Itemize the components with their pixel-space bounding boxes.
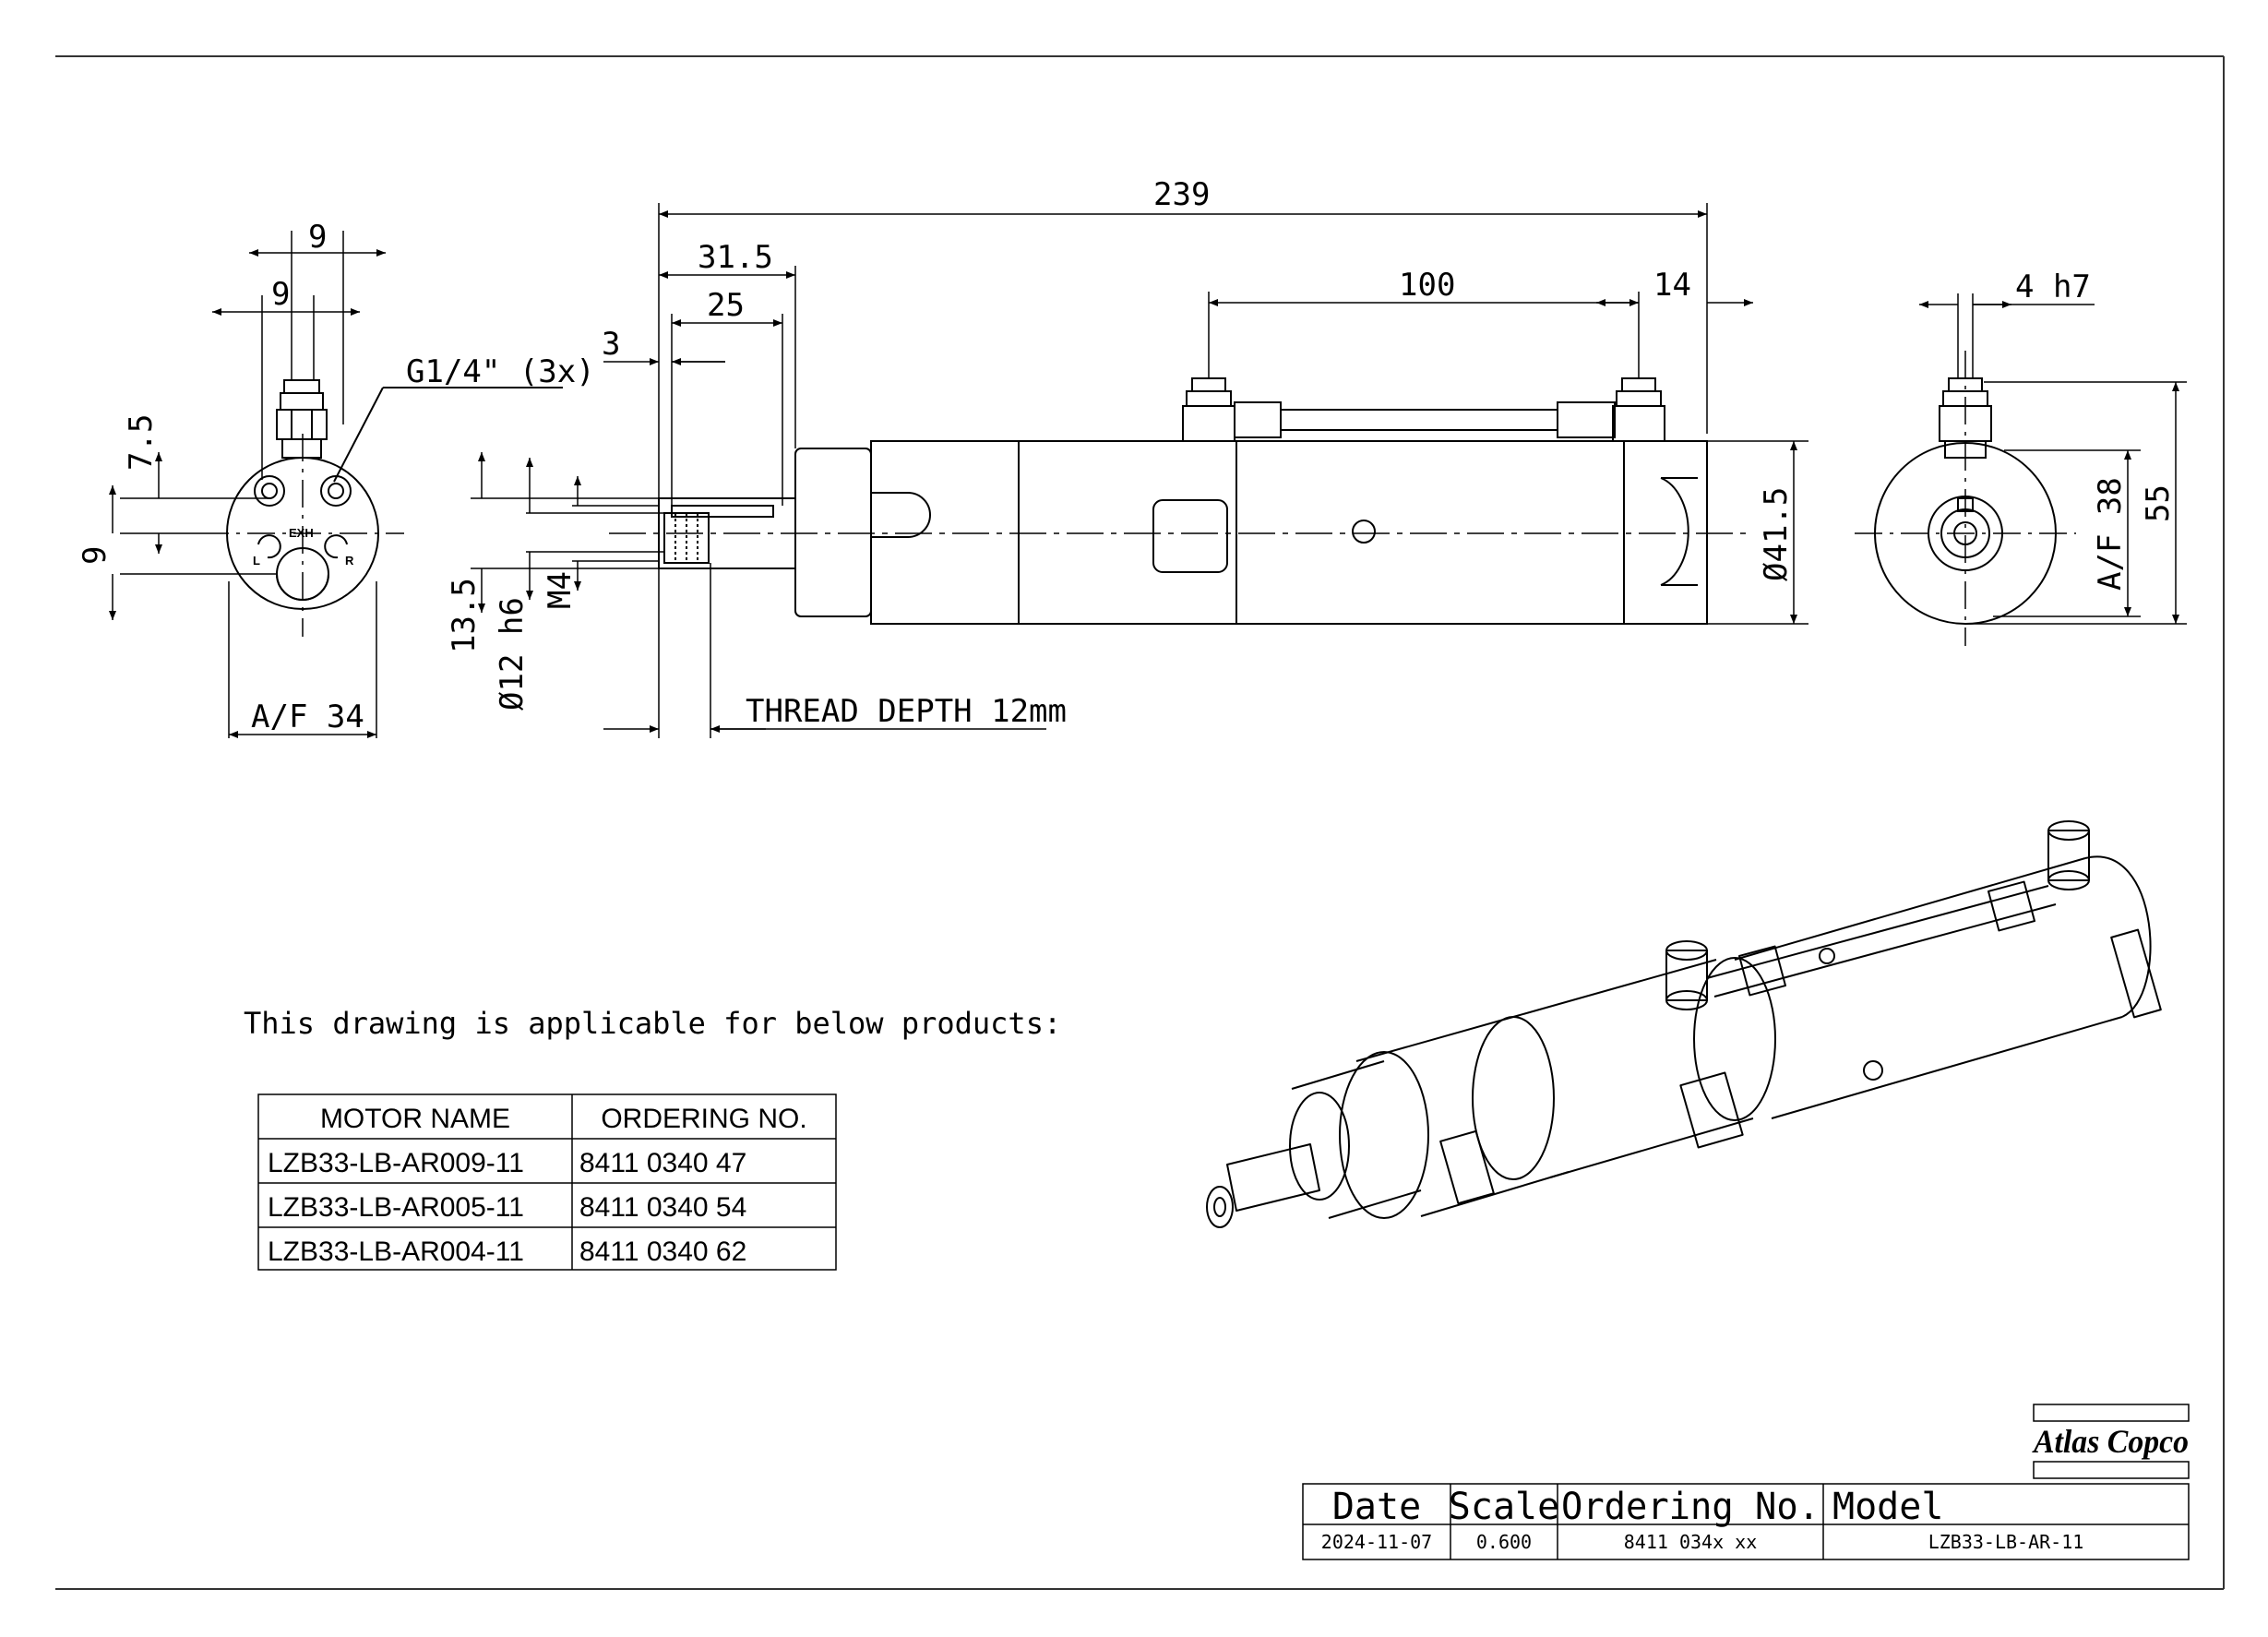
exh-mark: EXH <box>289 526 314 540</box>
applicability-note: This drawing is applicable for below pro… <box>244 1006 1061 1041</box>
dim-rear-4h7: 4 h7 <box>2015 269 2091 305</box>
product-table: MOTOR NAME ORDERING NO. LZB33-LB-AR009-1… <box>257 1093 837 1271</box>
title-value-ordering: 8411 034x xx <box>1624 1531 1758 1553</box>
dim-rear-af38: A/F 38 <box>2092 477 2129 591</box>
dim-length-100: 100 <box>1399 267 1455 304</box>
dim-shaft-31-5: 31.5 <box>698 239 773 276</box>
title-header-ordering: Ordering No. <box>1561 1486 1820 1528</box>
dim-rear-55: 55 <box>2140 484 2177 522</box>
left-mark: L <box>253 554 260 568</box>
dim-shaft-3: 3 <box>602 326 620 363</box>
table-cell-order-1: 8411 0340 47 <box>579 1148 746 1178</box>
front-dimension-lines <box>109 231 386 738</box>
title-header-date: Date <box>1332 1486 1421 1528</box>
title-header-scale: Scale <box>1449 1486 1559 1528</box>
title-value-scale: 0.600 <box>1476 1531 1532 1553</box>
right-mark: R <box>345 554 354 568</box>
table-cell-motor-1: LZB33-LB-AR009-11 <box>268 1148 524 1178</box>
table-cell-order-2: 8411 0340 54 <box>579 1192 746 1223</box>
isometric-view <box>1206 820 2162 1228</box>
dim-thread-m4: M4 <box>542 571 579 609</box>
front-view <box>201 379 563 637</box>
table-cell-motor-3: LZB33-LB-AR004-11 <box>268 1237 524 1267</box>
table-cell-motor-2: LZB33-LB-AR005-11 <box>268 1192 524 1223</box>
dim-overall-length: 239 <box>1153 176 1210 213</box>
table-header-ordering-no: ORDERING NO. <box>601 1104 806 1134</box>
dim-dia-41-5: Ø41.5 <box>1758 487 1795 581</box>
table-cell-order-3: 8411 0340 62 <box>579 1237 746 1267</box>
side-dimension-lines <box>471 203 1808 738</box>
port-label: G1/4" (3x) <box>406 353 595 390</box>
dim-thread-depth: THREAD DEPTH 12mm <box>746 693 1067 730</box>
side-view <box>609 377 1753 625</box>
table-header-motor-name: MOTOR NAME <box>320 1104 510 1134</box>
dim-front-7-5: 7.5 <box>123 414 160 471</box>
dim-front-9-top: 9 <box>308 219 327 256</box>
rear-dimension-lines <box>1919 293 2187 625</box>
title-value-model: LZB33-LB-AR-11 <box>1928 1531 2084 1553</box>
brand-logo: Atlas Copco <box>2032 1423 2189 1460</box>
dim-shaft-25: 25 <box>707 287 745 324</box>
title-header-model: Model <box>1832 1486 1943 1528</box>
dim-front-9-mid: 9 <box>271 276 290 313</box>
dim-shaft-13-5: 13.5 <box>446 578 483 653</box>
title-value-date: 2024-11-07 <box>1321 1531 1432 1553</box>
dim-front-af34: A/F 34 <box>251 699 364 735</box>
dim-shaft-dia-12: Ø12 h6 <box>494 597 531 711</box>
dim-length-14: 14 <box>1653 267 1691 304</box>
rear-view <box>1855 351 2076 646</box>
dim-front-9-side: 9 <box>77 546 113 565</box>
title-block: Atlas Copco Date Scale Ordering No. Mode… <box>1302 1404 2190 1560</box>
